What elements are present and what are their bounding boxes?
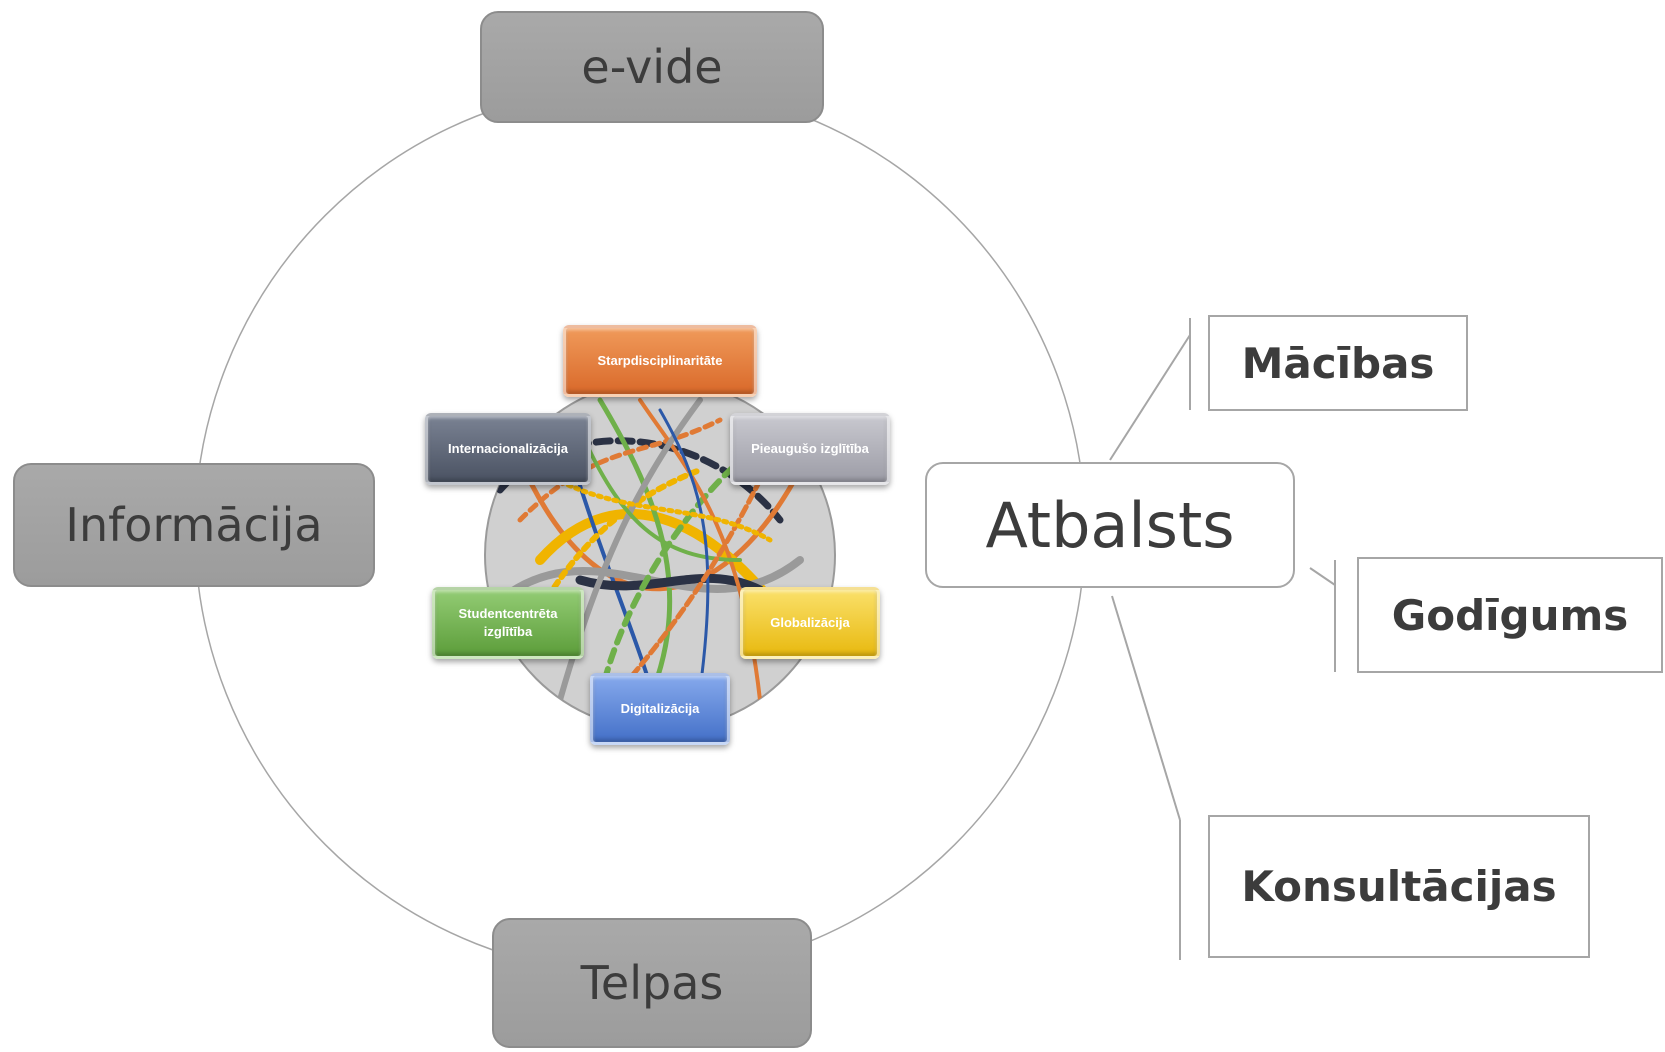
branch-label-macibas: Mācības	[1241, 338, 1435, 388]
atbalsts-label: Atbalsts	[985, 488, 1235, 562]
hub-chip-globalizacija[interactable]: Globalizācija	[740, 587, 880, 659]
branch-box-macibas[interactable]: Mācības	[1208, 315, 1468, 411]
ring-label-e-vide: e-vide	[581, 40, 723, 94]
ring-label-informacija: Informācija	[65, 498, 323, 552]
hub-chip-pieauguso-izglitiba[interactable]: Pieaugušo izglītība	[730, 413, 890, 485]
hub-chip-digitalizacija[interactable]: Digitalizācija	[590, 673, 730, 745]
hub-label-digitalizacija: Digitalizācija	[620, 701, 700, 716]
ring-box-telpas[interactable]: Telpas	[492, 918, 812, 1048]
hub-label-internacionalizacija: Internacionalizācija	[448, 441, 568, 456]
hub-chip-studentcentreta-izglitiba[interactable]: Studentcentrēta izglītība	[432, 587, 584, 659]
ring-box-e-vide[interactable]: e-vide	[480, 11, 824, 123]
hub-label-globalizacija: Globalizācija	[770, 615, 850, 630]
branch-label-konsultacijas: Konsultācijas	[1241, 862, 1557, 911]
branch-box-godigums[interactable]: Godīgums	[1357, 557, 1663, 673]
hub-label-studentcentreta-izglitiba: Studentcentrēta izglītība	[458, 606, 558, 639]
ring-label-telpas: Telpas	[580, 956, 724, 1010]
branch-box-konsultacijas[interactable]: Konsultācijas	[1208, 815, 1590, 958]
hub-label-starpdisciplinaritate: Starpdisciplinaritāte	[597, 353, 723, 368]
hub-label-pieauguso-izglitiba: Pieaugušo izglītība	[751, 441, 869, 456]
hub-chip-starpdisciplinaritate[interactable]: Starpdisciplinaritāte	[563, 325, 757, 397]
hub-chip-internacionalizacija[interactable]: Internacionalizācija	[425, 413, 591, 485]
support-connectors	[1109, 318, 1336, 960]
ring-box-informacija[interactable]: Informācija	[13, 463, 375, 587]
atbalsts-box[interactable]: Atbalsts	[925, 462, 1295, 588]
branch-label-godigums: Godīgums	[1391, 590, 1629, 640]
